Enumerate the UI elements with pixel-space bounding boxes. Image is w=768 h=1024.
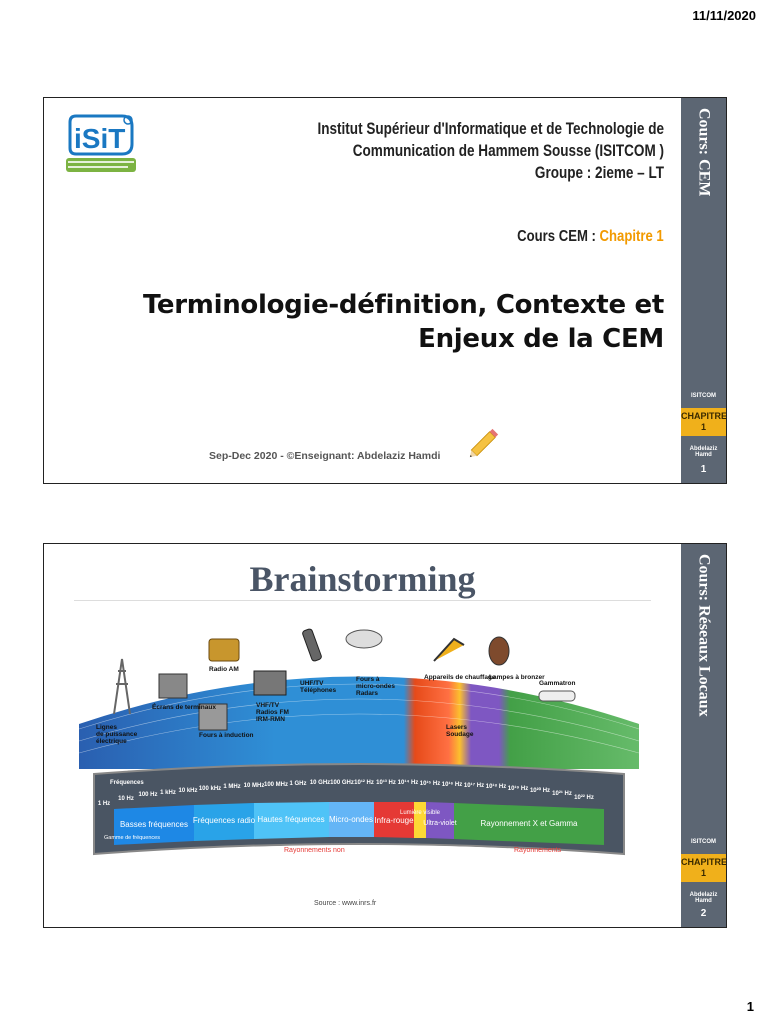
source-label-induction: Fours à induction	[199, 732, 254, 739]
sidebar-slide-number: 1	[700, 464, 707, 475]
tick-12: 10¹² Hz	[354, 779, 374, 786]
range-label: Gamme de fréquences	[104, 835, 160, 841]
source-label-gammatron: Gammatron	[539, 680, 576, 687]
sidebar-slide-number: 2	[700, 908, 707, 919]
isitcom-logo: iSiT	[66, 114, 136, 172]
tick-22: 10²² Hz	[574, 794, 594, 801]
power-pylon-icon	[113, 658, 131, 715]
tick-14: 10¹⁴ Hz	[398, 779, 419, 786]
tick-15: 10¹⁵ Hz	[420, 780, 441, 787]
band-high: Hautes fréquences	[257, 815, 324, 824]
sidebar-chapter: CHAPITRE 1	[681, 408, 726, 436]
group-line: Groupe : 2ieme – LT	[534, 164, 664, 182]
course-line: Cours CEM : Chapitre 1	[517, 228, 664, 246]
institute-line-1: Institut Supérieur d'Informatique et de …	[317, 120, 664, 138]
sidebar-chapter: CHAPITRE 1	[681, 854, 726, 882]
course-chapter: Chapitre 1	[599, 228, 664, 245]
sidebar-org: ISITCOM	[691, 393, 716, 399]
tick-8: 100 MHz	[264, 782, 288, 788]
band-radio: Fréquences radio	[193, 816, 256, 825]
slide-2-sidebar: Cours: Réseaux Locaux ISITCOM CHAPITRE 1…	[681, 544, 726, 927]
sidebar-chapter-number: 1	[700, 422, 706, 432]
band-xgamma: Rayonnement X et Gamma	[481, 819, 578, 828]
sidebar-chapter-label: CHAPITRE	[681, 411, 727, 421]
band-uv: Ultra-violet	[423, 820, 457, 827]
tick-10: 10 GHz	[310, 780, 330, 786]
source-label-radio-am: Radio AM	[209, 666, 239, 673]
source-label-tanning: Lampes à bronzer	[489, 674, 545, 681]
title-line-2: Enjeux de la CEM	[418, 324, 664, 354]
tanning-lamp-icon	[488, 636, 510, 666]
band-microwaves: Micro-ondes	[329, 815, 373, 824]
phone-icon	[302, 628, 322, 662]
tick-6: 1 MHz	[223, 784, 240, 790]
tick-4: 10 kHz	[178, 788, 197, 794]
institute-header: Institut Supérieur d'Informatique et de …	[311, 118, 664, 184]
frequency-bands	[114, 802, 604, 845]
pencil-icon	[469, 428, 499, 458]
tick-2: 100 Hz	[138, 792, 157, 798]
svg-text:iSiT: iSiT	[74, 123, 125, 154]
course-prefix: Cours CEM :	[517, 228, 600, 245]
image-source: Source : www.inrs.fr	[314, 900, 377, 907]
sidebar-title: Cours: Réseaux Locaux	[695, 554, 713, 717]
tick-11: 100 GHz	[330, 780, 354, 786]
tick-5: 100 kHz	[199, 786, 221, 792]
title-divider	[74, 600, 651, 601]
gammatron-icon	[538, 690, 576, 702]
slide-title: Brainstorming	[249, 559, 476, 599]
band-low-freq: Basses fréquences	[120, 820, 188, 829]
tick-18: 10¹⁸ Hz	[486, 783, 507, 790]
sidebar-org: ISITCOM	[691, 839, 716, 845]
sidebar-chapter-label: CHAPITRE	[681, 857, 727, 867]
sidebar-chapter-number: 1	[700, 868, 706, 878]
institute-line-2: Communication de Hammem Sousse (ISITCOM …	[352, 142, 664, 160]
sidebar-author: Abdelaziz Hamd	[689, 892, 718, 904]
tick-17: 10¹⁷ Hz	[464, 782, 484, 789]
tick-13: 10¹³ Hz	[376, 779, 396, 786]
heater-lamp-icon	[433, 637, 465, 662]
tick-19: 10¹⁹ Hz	[508, 785, 529, 792]
radio-icon	[208, 638, 240, 662]
title-line-1: Terminologie-définition, Contexte et	[142, 290, 664, 320]
tick-16: 10¹⁶ Hz	[442, 781, 462, 788]
sidebar-title: Cours: CEM	[695, 108, 713, 197]
source-label-heaters: Appareils de chauffage	[424, 674, 496, 681]
band-visible: Lumière visible	[400, 810, 441, 816]
sidebar-author: Abdelaziz Hamd	[689, 446, 718, 458]
tick-21: 10²¹ Hz	[552, 790, 572, 797]
ionizing-label: Rayonnements	[514, 847, 562, 854]
induction-oven-icon	[198, 703, 228, 731]
slide-2: Brainstorming	[43, 543, 727, 928]
tick-20: 10²⁰ Hz	[530, 787, 550, 794]
tick-1: 10 Hz	[118, 796, 134, 802]
satellite-dish-icon	[345, 629, 383, 649]
tick-3: 1 kHz	[160, 790, 176, 796]
monitor-icon	[158, 673, 188, 699]
tick-9: 1 GHz	[289, 781, 306, 787]
slide-1-sidebar: Cours: CEM ISITCOM CHAPITRE 1 Abdelaziz …	[681, 98, 726, 483]
frequencies-label: Fréquences	[110, 780, 144, 786]
tick-7: 10 MHz	[244, 783, 265, 789]
band-infrared: Infra-rouge	[374, 816, 414, 825]
slide-footer: Sep-Dec 2020 - ©Enseignant: Abdelaziz Ha…	[209, 450, 441, 462]
slide-1: iSiT Institut Supérieur d'Informatique e…	[43, 97, 727, 484]
tick-0: 1 Hz	[98, 801, 110, 807]
slide-title: Terminologie-définition, Contexte et Enj…	[104, 288, 664, 356]
tv-icon	[253, 670, 287, 696]
page-date: 11/11/2020	[692, 8, 756, 23]
source-label-screens: Écrans de terminaux	[152, 702, 216, 711]
non-ionizing-label: Rayonnements non	[284, 847, 345, 854]
page-number: 1	[746, 999, 754, 1014]
